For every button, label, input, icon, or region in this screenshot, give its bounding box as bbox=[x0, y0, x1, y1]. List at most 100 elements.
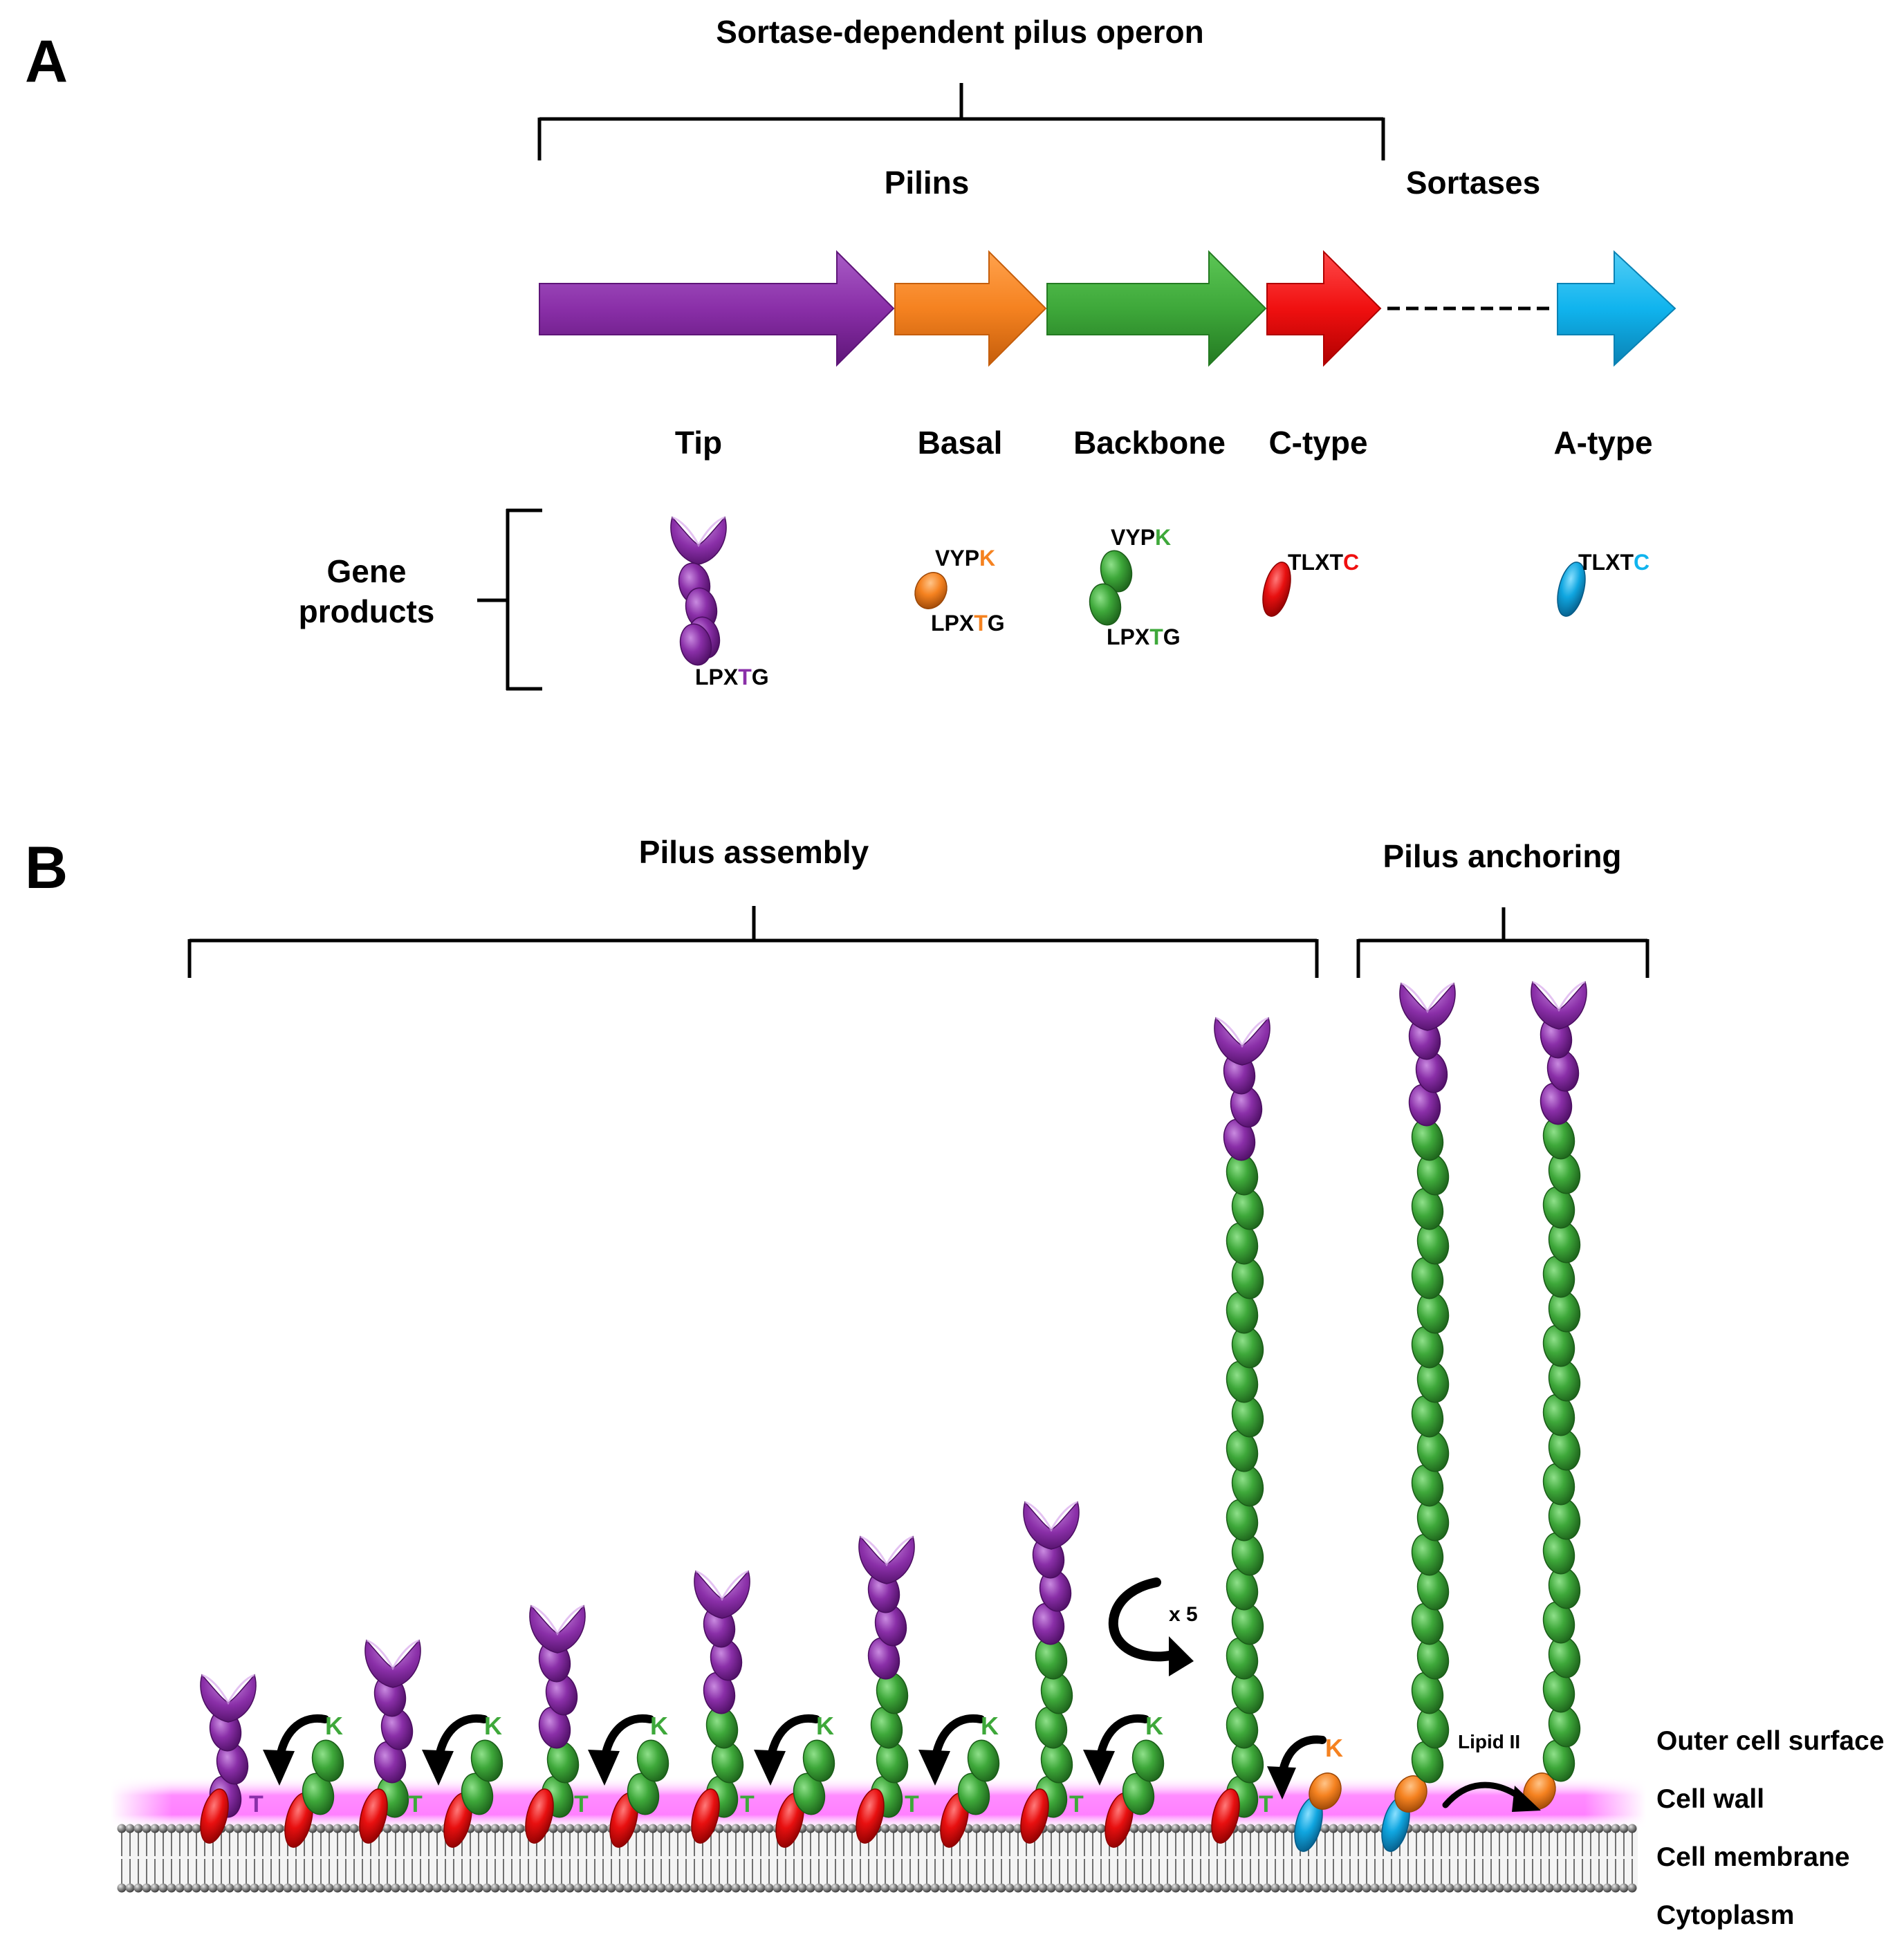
tip-adhesin-head bbox=[364, 1639, 422, 1689]
gene-label-atype: A-type bbox=[1553, 425, 1652, 461]
gene-label-backbone: Backbone bbox=[1073, 425, 1226, 461]
t-residue-label: T bbox=[1259, 1791, 1273, 1817]
tip-adhesin-head bbox=[858, 1535, 916, 1585]
gene-arrow-atype bbox=[1557, 250, 1676, 367]
gene-label-ctype: C-type bbox=[1268, 425, 1367, 461]
transpeptidation-arrow bbox=[588, 1714, 654, 1786]
layer-label-cell-wall: Cell wall bbox=[1656, 1784, 1764, 1814]
basal-pilin-motif: VYPK bbox=[935, 546, 995, 571]
tip-adhesin-head bbox=[528, 1604, 586, 1654]
pilus-5 bbox=[1022, 1501, 1080, 1821]
tip-motif-t: T bbox=[738, 665, 752, 689]
atype-motif-x: X bbox=[1605, 550, 1620, 575]
k-residue-label: K bbox=[484, 1712, 502, 1740]
ctype-motif-t: T bbox=[1329, 550, 1343, 575]
gene-arrow-tip bbox=[539, 250, 895, 367]
gene-products-bracket bbox=[477, 508, 542, 691]
k-residue-label: K bbox=[981, 1712, 999, 1740]
layer-label-cell-membrane: Cell membrane bbox=[1656, 1842, 1850, 1872]
basal-pilin-vyp: VYP bbox=[935, 546, 979, 571]
backbone-motif-lp: LP bbox=[1107, 624, 1135, 649]
ctype-motif-tl: TL bbox=[1288, 550, 1315, 575]
gene-arrow-ctype bbox=[1266, 250, 1382, 367]
pilins-label: Pilins bbox=[885, 165, 970, 201]
backbone-pilin-k: K bbox=[1155, 525, 1171, 550]
operon-bracket bbox=[537, 83, 1385, 160]
lipid-ii-arrow bbox=[1442, 1781, 1541, 1812]
backbone-pilin-product bbox=[1085, 547, 1136, 629]
k-residue-label: K bbox=[650, 1712, 668, 1740]
k-residue-label: K bbox=[325, 1712, 343, 1740]
basal-motif-t: T bbox=[974, 611, 988, 636]
pilus-assembly-label: Pilus assembly bbox=[639, 834, 869, 870]
pilus-7 bbox=[1398, 982, 1457, 1786]
atype-motif-c: C bbox=[1634, 550, 1649, 575]
tip-adhesin-head bbox=[1398, 982, 1457, 1032]
tip-motif-lp: LP bbox=[695, 665, 723, 689]
backbone-sorting-motif: LPXTG bbox=[1107, 624, 1181, 649]
tip-adhesin-head bbox=[1213, 1017, 1271, 1066]
gene-arrow-backbone bbox=[1046, 250, 1267, 367]
gene-label-tip: Tip bbox=[675, 425, 722, 461]
sortases-label: Sortases bbox=[1406, 165, 1540, 201]
t-residue-label: T bbox=[574, 1791, 589, 1817]
basal-pilin-k: K bbox=[979, 546, 995, 571]
transpeptidation-arrow bbox=[1083, 1714, 1149, 1786]
panel-b-letter: B bbox=[25, 835, 68, 901]
repeat-arrow bbox=[1108, 1577, 1194, 1676]
backbone-motif-t: T bbox=[1149, 624, 1163, 649]
tip-motif-g: G bbox=[752, 665, 769, 689]
basal-pilin-product bbox=[908, 566, 954, 615]
t-residue-label: T bbox=[249, 1791, 264, 1817]
transpeptidation-arrow bbox=[263, 1714, 329, 1786]
transpeptidation-arrow bbox=[422, 1714, 488, 1786]
k-residue-label: K bbox=[1145, 1712, 1163, 1740]
pilus-8 bbox=[1530, 981, 1588, 1785]
repeat-label: x 5 bbox=[1169, 1603, 1198, 1626]
basal-motif-lp: LP bbox=[931, 611, 959, 636]
pilus-anchoring-label: Pilus anchoring bbox=[1383, 838, 1621, 874]
ctype-motif-c: C bbox=[1343, 550, 1359, 575]
gene-label-basal: Basal bbox=[918, 425, 1003, 461]
basal-sorting-motif: LPXTG bbox=[931, 611, 1005, 636]
anchoring-bracket bbox=[1356, 907, 1649, 978]
transpeptidation-arrow bbox=[754, 1714, 820, 1786]
lipid-ii-label: Lipid II bbox=[1458, 1731, 1520, 1752]
ctype-motif: TLXTC bbox=[1288, 550, 1359, 575]
t-residue-label: T bbox=[1069, 1791, 1084, 1817]
gene-products-label-line1: Gene bbox=[326, 553, 406, 589]
ctype-motif-x: X bbox=[1315, 550, 1330, 575]
atype-motif-tl: TL bbox=[1578, 550, 1605, 575]
tip-sorting-motif: LPXTG bbox=[695, 665, 769, 689]
k-residue-label: K bbox=[816, 1712, 834, 1740]
tip-adhesin-head bbox=[1530, 981, 1588, 1030]
t-residue-label: T bbox=[408, 1791, 423, 1817]
assembly-bracket bbox=[187, 906, 1319, 978]
panel-a-letter: A bbox=[25, 28, 68, 95]
tip-adhesin-head bbox=[1022, 1501, 1080, 1550]
operon-title: Sortase-dependent pilus operon bbox=[716, 14, 1203, 50]
pilus-6 bbox=[1213, 1017, 1271, 1821]
t-residue-label: T bbox=[740, 1791, 755, 1817]
tip-adhesin-head bbox=[693, 1570, 751, 1620]
layer-label-cytoplasm: Cytoplasm bbox=[1656, 1900, 1794, 1930]
k-residue-label: K bbox=[1325, 1734, 1343, 1762]
basal-motif-g: G bbox=[988, 611, 1005, 636]
layer-label-outer-surface: Outer cell surface bbox=[1656, 1726, 1884, 1756]
basal-motif-x: X bbox=[959, 611, 974, 636]
gene-products-label-line2: products bbox=[299, 593, 435, 629]
backbone-motif-g: G bbox=[1163, 624, 1181, 649]
tip-adhesin-head bbox=[199, 1674, 257, 1723]
t-residue-label: T bbox=[905, 1791, 919, 1817]
atype-motif: TLXTC bbox=[1578, 550, 1649, 575]
atype-motif-t: T bbox=[1620, 550, 1634, 575]
gene-arrow-basal bbox=[894, 250, 1047, 367]
basal-incorporation-arrow bbox=[1267, 1735, 1327, 1799]
cell-membrane-bilayer bbox=[117, 1824, 1638, 1893]
tip-motif-x: X bbox=[723, 665, 739, 689]
backbone-pilin-vyp: VYP bbox=[1111, 525, 1155, 550]
tip-pilin-product bbox=[669, 516, 728, 669]
pili-group: T K T K T K T K T K T K T K bbox=[195, 981, 1588, 1855]
transpeptidation-arrow bbox=[918, 1714, 985, 1786]
